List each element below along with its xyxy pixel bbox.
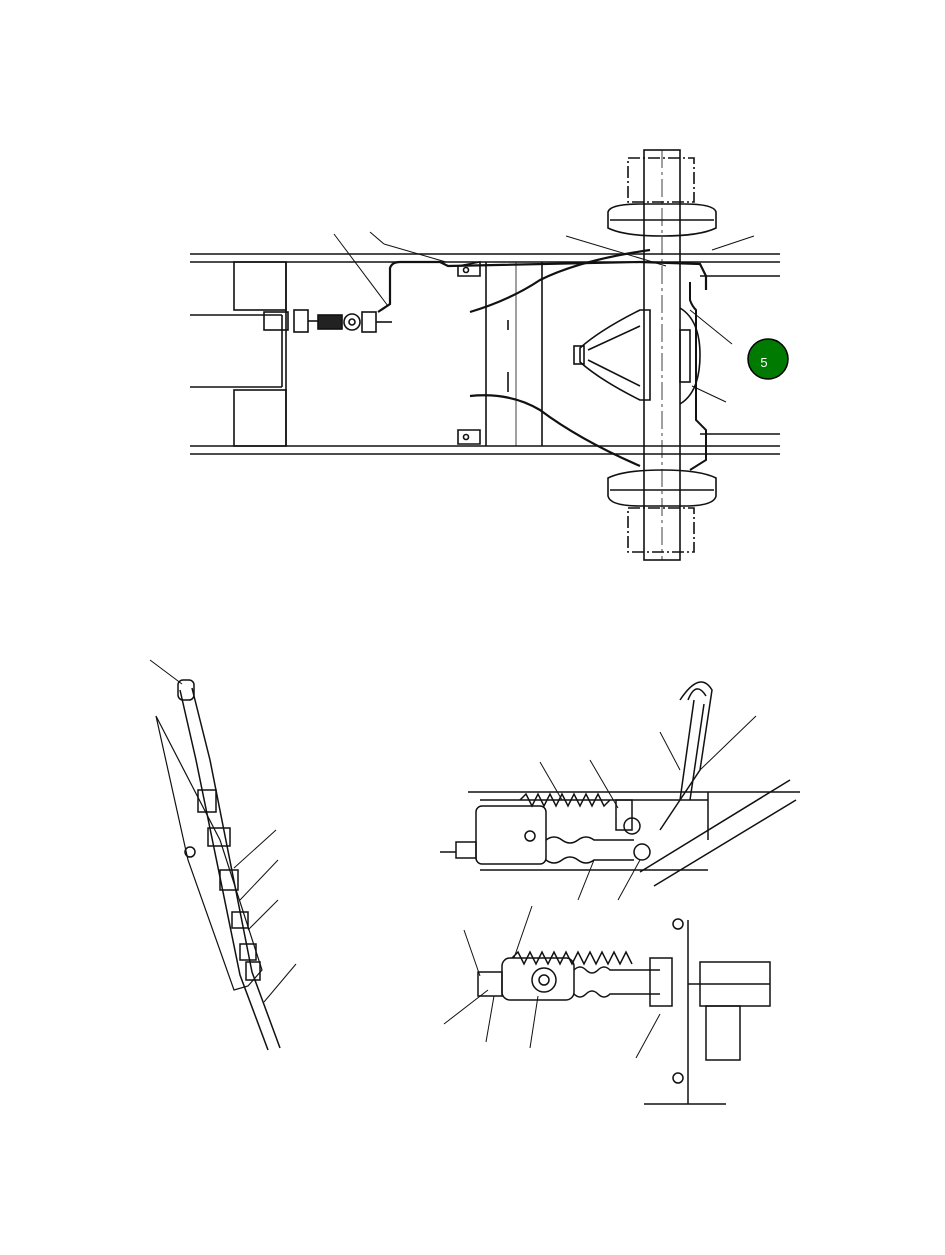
left-crossmember xyxy=(190,261,289,447)
brake-cable-assembly xyxy=(149,659,297,1051)
leader-lines-pedal xyxy=(539,715,757,901)
pedal-assembly xyxy=(440,681,800,901)
chassis-top-view xyxy=(190,149,780,561)
leader-lines-cable xyxy=(149,659,297,1003)
axle-housing xyxy=(573,149,717,561)
pedal-mount-top-view xyxy=(443,905,771,1105)
brake-lines xyxy=(377,248,708,468)
callout-label: 5 xyxy=(760,355,767,370)
callout-badge: 5 xyxy=(747,338,789,380)
frame-rails xyxy=(190,253,780,455)
callout-circle xyxy=(747,338,789,380)
leader-lines-top xyxy=(333,231,755,403)
middle-crossmember xyxy=(457,261,543,446)
leader-lines-mount xyxy=(443,905,661,1059)
master-cylinder xyxy=(293,309,392,333)
